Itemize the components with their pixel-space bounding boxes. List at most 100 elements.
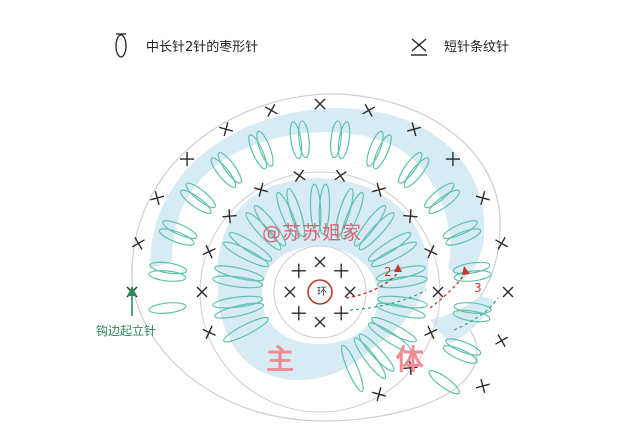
bobble-stitch — [370, 316, 417, 343]
bobble-stitch — [149, 261, 188, 275]
bobble-stitch — [341, 191, 364, 240]
x-stitch-icon — [406, 30, 432, 60]
bobble-stitch — [256, 130, 274, 167]
bobble-stitch — [248, 134, 267, 170]
bobble-stitch — [428, 370, 461, 395]
bobble-stitch — [376, 275, 428, 289]
chain-start-label: 钩边起立针 — [96, 324, 157, 338]
x-stitch-mark — [371, 387, 387, 402]
ring-label: 环 — [317, 287, 327, 298]
bobble-stitch — [442, 220, 478, 239]
bobble-stitch — [428, 189, 461, 214]
bobble-stitch — [289, 121, 303, 160]
bobble-stitch — [403, 157, 430, 189]
bobble-stitch — [370, 241, 417, 268]
bobble-stitch — [179, 189, 212, 214]
x-stitch-mark — [314, 98, 326, 110]
bobble-stitch — [358, 333, 395, 372]
magic-ring — [307, 279, 333, 305]
legend-bobble-label: 中长针2针的枣形针 — [146, 39, 259, 55]
bobble-stitch — [158, 228, 195, 246]
bobble-stitch — [445, 338, 482, 356]
legend-single-crochet: 短针条纹针 — [406, 30, 509, 60]
bobble-stitch — [214, 265, 265, 282]
bobble-stitch — [358, 212, 395, 251]
watermark-text: @苏苏姐家 — [262, 222, 363, 244]
bobble-stitch — [223, 241, 270, 268]
x-stitch-mark — [314, 256, 326, 268]
x-stitch-mark — [253, 182, 269, 197]
x-stitch-mark — [202, 244, 216, 259]
bobble-stitch — [376, 295, 428, 309]
bobble-stitch — [453, 302, 492, 314]
bobble-stitch — [353, 337, 387, 380]
x-stitch-mark — [475, 378, 490, 394]
bobble-stitch — [212, 275, 264, 289]
x-stitch-mark — [344, 286, 356, 298]
bobble-stitch — [214, 302, 265, 319]
bobble-stitch — [212, 295, 264, 309]
x-stitch-mark — [475, 190, 490, 206]
bobble-stitch — [375, 302, 426, 319]
bobble-stitch — [223, 316, 270, 343]
x-stitch-mark — [179, 151, 195, 167]
guide-two — [349, 289, 427, 311]
bobble-stitch — [367, 231, 412, 262]
x-stitch-mark — [424, 244, 438, 259]
bobble-stitch — [453, 270, 492, 282]
x-stitch-mark — [222, 209, 237, 224]
legend-bobble: 中长针2针的枣形针 — [108, 30, 258, 60]
x-stitch-mark — [445, 151, 461, 167]
bobble-stitch — [373, 134, 392, 170]
arrow-two-head — [394, 264, 402, 272]
bobble-stitch — [366, 130, 384, 167]
x-stitch-mark — [334, 263, 349, 278]
bobble-stitch — [353, 204, 387, 247]
round-one-outline — [273, 245, 367, 339]
bobble-stitch — [162, 220, 198, 239]
x-stitch-mark — [150, 190, 165, 206]
x-stitch-mark — [196, 286, 208, 298]
bobble-stitch — [337, 121, 351, 160]
x-stitch-mark — [291, 306, 306, 321]
x-stitch-mark — [362, 103, 376, 117]
bobble-stitch — [423, 182, 455, 209]
bobble-stitch — [298, 120, 310, 159]
bobble-stitch — [217, 151, 242, 184]
x-stitch-mark — [495, 334, 509, 348]
oval-stitch-icon — [108, 30, 134, 60]
bobble-stitch — [318, 183, 331, 235]
arrow-label-two: 2 — [384, 265, 392, 279]
x-stitch-mark — [403, 360, 418, 375]
x-stitch-mark — [293, 169, 306, 182]
bobble-stitch — [185, 182, 217, 209]
arrow-label-three: 3 — [474, 281, 482, 295]
inner-band — [218, 178, 429, 381]
bobble-stitch — [286, 188, 306, 238]
x-stitch-mark — [202, 325, 216, 340]
x-stitch-mark — [284, 286, 296, 298]
band-tail — [430, 296, 496, 344]
bobble-stitch — [367, 322, 412, 353]
x-stitch-mark — [502, 286, 514, 298]
arrow-three-head — [462, 266, 470, 275]
x-stitch-mark — [406, 122, 422, 137]
x-stitch-mark — [334, 169, 347, 182]
bobble-stitch — [341, 344, 364, 393]
bobble-stitch — [445, 228, 482, 246]
bobble-stitch — [309, 183, 322, 235]
bobble-stitch — [148, 302, 187, 314]
x-stitch-mark — [314, 316, 326, 328]
bobble-stitch — [452, 261, 491, 275]
bobble-stitch — [334, 188, 354, 238]
x-stitch-mark — [495, 236, 509, 250]
chain-start-arrow-head — [127, 286, 137, 296]
round-two-outline — [199, 171, 441, 413]
x-stitch-mark — [403, 209, 418, 224]
bobble-stitch — [210, 157, 237, 189]
x-stitch-mark — [264, 103, 278, 117]
bobble-stitch — [442, 345, 478, 364]
x-stitch-mark — [371, 182, 387, 197]
bobble-stitch — [245, 212, 282, 251]
